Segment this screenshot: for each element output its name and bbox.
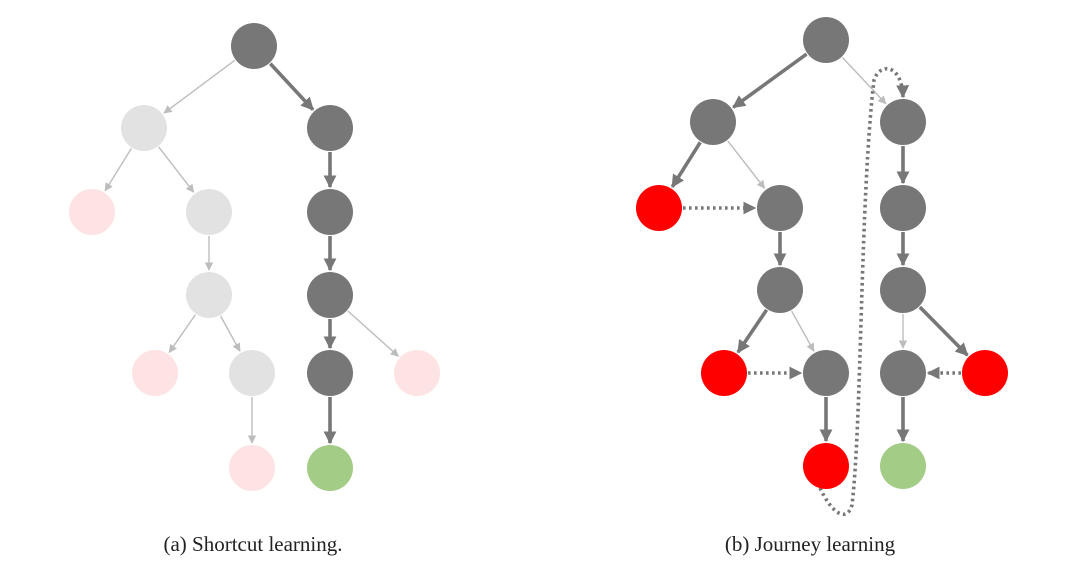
node-b7-gray — [880, 267, 926, 313]
node-a2-gray — [307, 105, 353, 151]
edge-b0-b1 — [732, 52, 808, 109]
nodes — [69, 17, 1008, 491]
node-b9-gray — [803, 350, 849, 396]
node-a3-red-faded — [69, 189, 115, 235]
node-b1-gray — [690, 99, 736, 145]
edges — [104, 52, 969, 517]
edge-a0-a1 — [163, 59, 236, 114]
edge-b7-b11 — [918, 305, 969, 357]
node-a9-gray-faded — [229, 350, 275, 396]
node-b6-gray — [757, 267, 803, 313]
node-a10-gray — [307, 350, 353, 396]
edge-a6-a8 — [168, 314, 196, 354]
caption-shortcut-learning: (a) Shortcut learning. — [163, 532, 343, 556]
edge-a6-a9 — [219, 315, 241, 352]
edge-b6-b8 — [736, 308, 769, 354]
node-b10-gray — [880, 350, 926, 396]
node-b5-gray — [880, 185, 926, 231]
edge-a7-a11 — [347, 310, 400, 357]
edge-a1-a3 — [104, 148, 132, 192]
node-a0-gray — [231, 23, 277, 69]
node-a5-gray — [307, 189, 353, 235]
node-a8-red-faded — [132, 350, 178, 396]
node-a12-red-faded — [229, 445, 275, 491]
node-b13-green — [880, 443, 926, 489]
node-a11-red-faded — [394, 350, 440, 396]
node-b8-red — [701, 350, 747, 396]
caption-journey-learning: (b) Journey learning — [724, 532, 896, 556]
node-a4-gray-faded — [186, 189, 232, 235]
node-b4-gray — [757, 185, 803, 231]
edge-a1-a4 — [158, 146, 195, 193]
node-b3-red — [636, 185, 682, 231]
edge-b6-b9 — [791, 310, 815, 352]
node-b2-gray — [880, 99, 926, 145]
node-a13-green — [307, 445, 353, 491]
edge-b1-b4 — [727, 140, 766, 189]
edge-b0-b2 — [841, 57, 887, 105]
journey-loop-edge — [818, 67, 910, 517]
node-b11-red — [962, 350, 1008, 396]
node-a1-gray-faded — [121, 105, 167, 151]
edge-b1-b3 — [670, 141, 702, 188]
node-b12-red — [803, 443, 849, 489]
node-b0-gray — [803, 17, 849, 63]
edge-a0-a2 — [268, 62, 315, 111]
node-a6-gray-faded — [186, 272, 232, 318]
node-a7-gray — [307, 272, 353, 318]
